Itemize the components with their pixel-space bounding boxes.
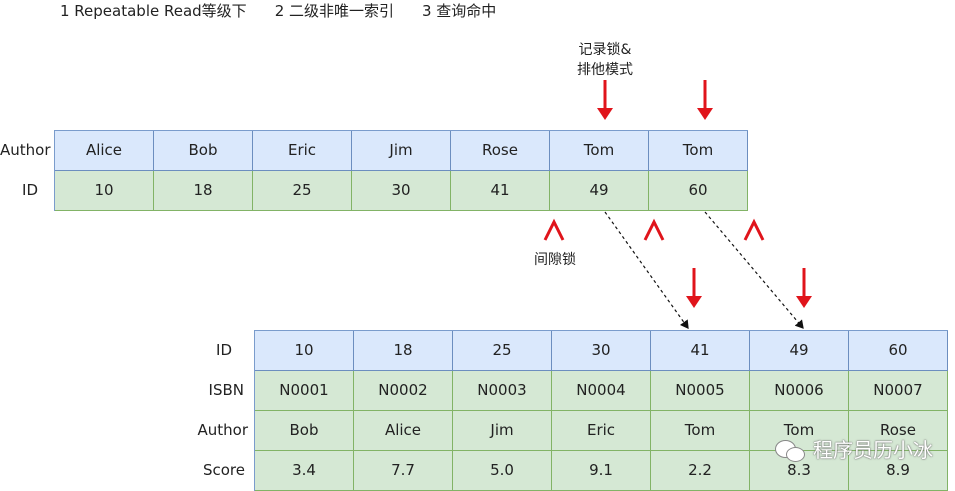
primary-isbn-cell: N0001 bbox=[255, 371, 354, 411]
primary-id-cell: 30 bbox=[552, 331, 651, 371]
primary-isbn-cell: N0007 bbox=[849, 371, 948, 411]
primary-isbn-cell: N0003 bbox=[453, 371, 552, 411]
wechat-logo-icon bbox=[775, 438, 805, 462]
primary-author-cell: Eric bbox=[552, 411, 651, 451]
record-lock-arrow-tom-49 bbox=[597, 80, 613, 120]
index-author-cell: Jim bbox=[352, 131, 451, 171]
index-id-cell: 60 bbox=[649, 171, 748, 211]
pointer-arrow-49-to-41 bbox=[604, 211, 689, 329]
index-id-cell: 41 bbox=[451, 171, 550, 211]
record-lock-note-line1: 记录锁& bbox=[578, 42, 632, 58]
primary-isbn-label: ISBN bbox=[208, 381, 244, 399]
index-author-cell: Tom bbox=[649, 131, 748, 171]
title-item-2: 2 二级非唯一索引 bbox=[274, 2, 394, 20]
pointer-arrow-60-to-49 bbox=[704, 211, 804, 329]
primary-isbn-cell: N0006 bbox=[750, 371, 849, 411]
index-author-label: Author bbox=[0, 141, 51, 159]
primary-author-cell: Jim bbox=[453, 411, 552, 451]
primary-score-cell: 9.1 bbox=[552, 451, 651, 491]
primary-id-cell: 49 bbox=[750, 331, 849, 371]
title-line: 1 Repeatable Read等级下 2 二级非唯一索引 3 查询命中 bbox=[60, 0, 496, 22]
primary-id-cell: 25 bbox=[453, 331, 552, 371]
index-id-cell: 10 bbox=[55, 171, 154, 211]
primary-isbn-cell: N0005 bbox=[651, 371, 750, 411]
primary-author-cell: Rose bbox=[849, 411, 948, 451]
index-id-cell: 49 bbox=[550, 171, 649, 211]
primary-author-cell: Tom bbox=[651, 411, 750, 451]
gap-lock-caret bbox=[543, 218, 565, 241]
index-id-cell: 30 bbox=[352, 171, 451, 211]
record-lock-note: 记录锁& 排他模式 bbox=[560, 40, 650, 80]
record-lock-arrow-id-41 bbox=[686, 268, 702, 308]
index-author-cell: Eric bbox=[253, 131, 352, 171]
primary-author-label: Author bbox=[197, 421, 248, 439]
index-author-cell: Bob bbox=[154, 131, 253, 171]
primary-author-cell: Bob bbox=[255, 411, 354, 451]
primary-isbn-cell: N0002 bbox=[354, 371, 453, 411]
index-author-cell: Alice bbox=[55, 131, 154, 171]
primary-id-label: ID bbox=[216, 341, 232, 359]
primary-score-cell: 3.4 bbox=[255, 451, 354, 491]
index-id-cell: 18 bbox=[154, 171, 253, 211]
secondary-index-table: Alice Bob Eric Jim Rose Tom Tom 10 18 25… bbox=[54, 130, 748, 211]
primary-id-cell: 18 bbox=[354, 331, 453, 371]
title-item-1: 1 Repeatable Read等级下 bbox=[60, 2, 247, 20]
index-author-cell: Rose bbox=[451, 131, 550, 171]
record-lock-arrow-id-49 bbox=[796, 268, 812, 308]
record-lock-note-line2: 排他模式 bbox=[577, 62, 633, 78]
primary-score-label: Score bbox=[202, 461, 245, 479]
watermark: 程序员历小冰 bbox=[775, 432, 933, 468]
record-lock-arrow-tom-60 bbox=[697, 80, 713, 120]
index-id-label: ID bbox=[22, 181, 38, 199]
primary-index-table: 10 18 25 30 41 49 60 N0001 N0002 N0003 N… bbox=[254, 330, 948, 491]
watermark-text: 程序员历小冰 bbox=[813, 438, 933, 462]
gap-lock-caret bbox=[643, 218, 665, 241]
primary-id-cell: 41 bbox=[651, 331, 750, 371]
primary-id-cell: 10 bbox=[255, 331, 354, 371]
primary-author-cell: Tom bbox=[750, 411, 849, 451]
gap-lock-note: 间隙锁 bbox=[534, 252, 576, 268]
primary-author-cell: Alice bbox=[354, 411, 453, 451]
gap-lock-caret bbox=[743, 218, 765, 241]
primary-id-cell: 60 bbox=[849, 331, 948, 371]
index-author-cell: Tom bbox=[550, 131, 649, 171]
title-item-3: 3 查询命中 bbox=[422, 2, 497, 20]
primary-isbn-cell: N0004 bbox=[552, 371, 651, 411]
primary-score-cell: 2.2 bbox=[651, 451, 750, 491]
primary-score-cell: 5.0 bbox=[453, 451, 552, 491]
index-id-cell: 25 bbox=[253, 171, 352, 211]
